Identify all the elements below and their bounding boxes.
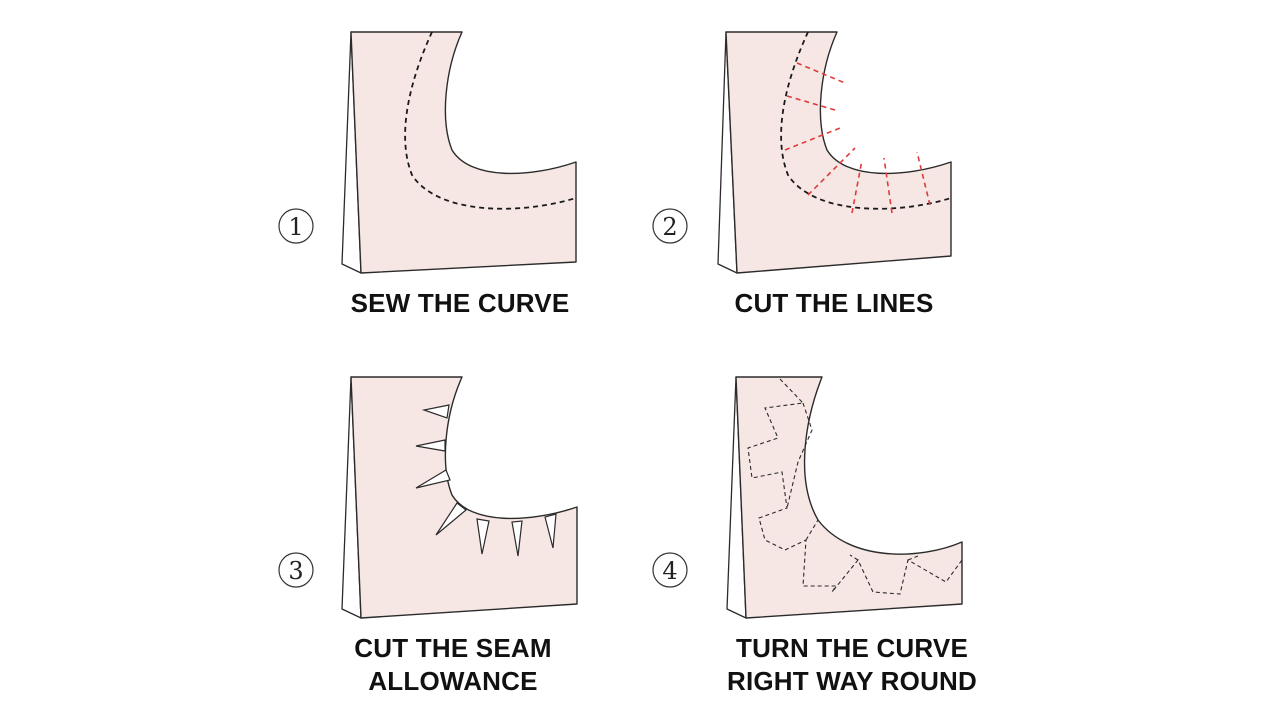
cut-line — [807, 147, 856, 196]
step-4-fabric — [735, 376, 963, 619]
step-1-number-badge — [278, 208, 314, 244]
step-3-caption-line-1: CUT THE SEAM — [354, 633, 551, 663]
notch — [511, 520, 523, 557]
notch — [421, 404, 450, 419]
step-4-number: 4 — [662, 557, 677, 585]
step-2-fabric — [725, 31, 952, 274]
step-4-turned-tabs — [786, 402, 919, 561]
step-2-number: 2 — [662, 213, 677, 241]
step-1-number: 1 — [288, 213, 303, 241]
step-3-fabric — [350, 376, 578, 619]
step-4-number-badge — [652, 552, 688, 588]
notch — [435, 502, 467, 536]
step-1-seam-line — [404, 31, 577, 210]
cut-line — [784, 127, 841, 151]
step-3-number-badge — [278, 552, 314, 588]
step-4-panel: 4 TURN THE CURVE RIGHT WAY ROUND — [652, 376, 977, 696]
cut-line — [883, 157, 893, 214]
cut-line — [916, 151, 931, 206]
step-4-caption-line-2: RIGHT WAY ROUND — [727, 666, 977, 696]
notch — [544, 513, 557, 549]
step-3-caption-line-2: ALLOWANCE — [368, 666, 537, 696]
step-2-cut-lines — [784, 62, 931, 214]
step-1-caption: SEW THE CURVE — [351, 288, 570, 318]
step-3-panel: 3 CUT THE SEAM ALLOWANCE — [278, 376, 578, 696]
step-4-caption-line-1: TURN THE CURVE — [736, 633, 968, 663]
notch — [415, 439, 446, 452]
step-2-panel: 2 CUT THE LINES — [652, 31, 952, 318]
step-2-number-badge — [652, 208, 688, 244]
notch — [415, 469, 451, 489]
step-1-panel: 1 SEW THE CURVE — [278, 31, 577, 318]
step-4-turned-allowance — [747, 378, 963, 595]
step-3-notches — [415, 404, 557, 557]
step-3-number: 3 — [288, 557, 303, 585]
step-2-caption: CUT THE LINES — [734, 288, 933, 318]
step-1-fabric — [350, 31, 577, 274]
step-2-seam-line — [780, 31, 952, 210]
notch — [476, 518, 490, 555]
